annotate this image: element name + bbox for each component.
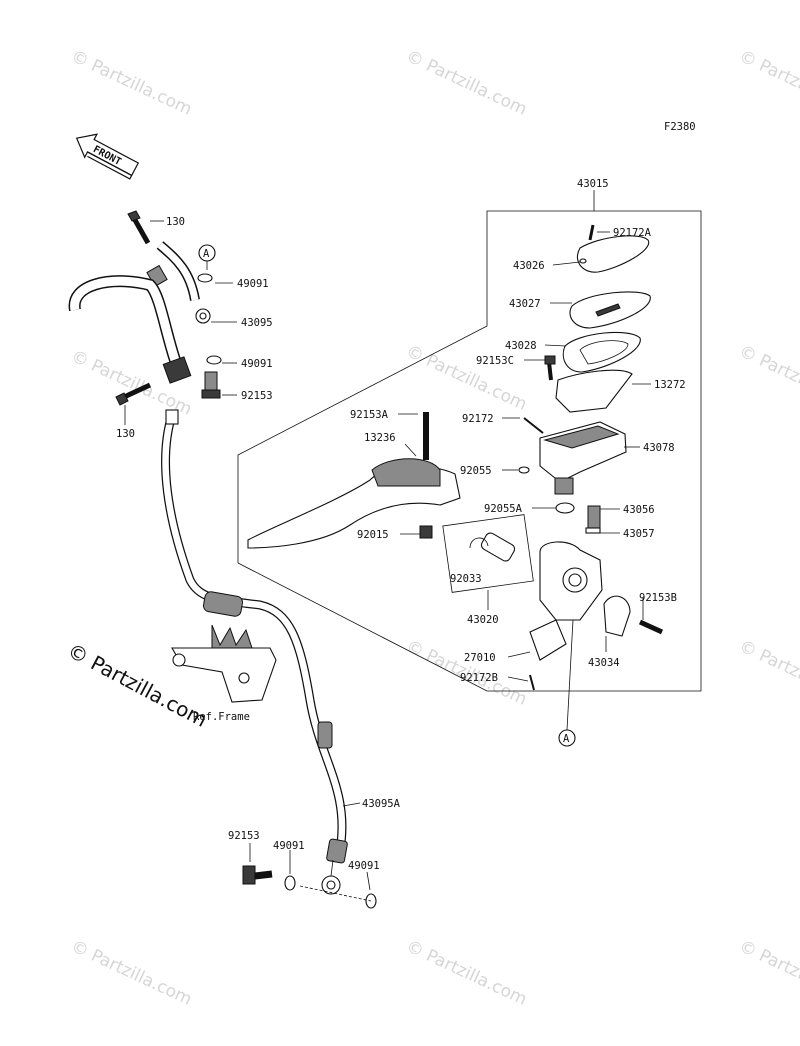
reservoir-gasket (555, 369, 633, 413)
part-label: 49091 (273, 840, 305, 852)
part-label: 43057 (623, 528, 655, 540)
part-label: 43027 (509, 298, 541, 310)
part-label: 92172B (460, 672, 498, 684)
watermark-text: Partzilla.com (756, 56, 800, 120)
part-label: 43015 (577, 178, 609, 190)
assembly-boundary (237, 210, 702, 692)
frame-bracket (171, 624, 277, 703)
front-arrow-icon: FRONT (75, 133, 140, 180)
watermark-symbol: © (403, 341, 427, 366)
part-label: 130 (116, 428, 135, 440)
part-label: 43095A (362, 798, 401, 810)
part-label: 43028 (505, 340, 537, 352)
reservoir-cap (576, 224, 650, 273)
watermark-text: Partzilla.com (423, 56, 530, 120)
part-label: 92055A (484, 503, 523, 515)
part-label: 92033 (450, 573, 482, 585)
part-label: 13236 (364, 432, 396, 444)
part-label: 43026 (513, 260, 545, 272)
upper-hose (68, 210, 222, 406)
watermark-text: Partzilla.com (88, 56, 195, 120)
watermark-symbol: © (403, 46, 427, 71)
part-labels: 130 49091 43095 49091 92153 130 43015 92… (116, 178, 686, 872)
watermark-text: Partzilla.com (423, 946, 530, 1010)
reservoir-diaphragm (562, 331, 641, 373)
part-label: 43034 (588, 657, 620, 669)
watermark-symbol: © (403, 936, 427, 961)
watermark-text: Partzilla.com (88, 946, 195, 1010)
watermark-symbol: © (68, 346, 92, 371)
watermark-symbol: © (736, 341, 760, 366)
part-label: 92153C (476, 355, 514, 367)
part-label: 130 (166, 216, 185, 228)
part-label: 43095 (241, 317, 273, 329)
svg-text:A: A (563, 733, 570, 745)
part-label: 49091 (241, 358, 273, 370)
reservoir-plate (569, 291, 651, 329)
part-label: 92153 (241, 390, 273, 402)
diagram-code: F2380 (664, 121, 696, 133)
watermark-text: Partzilla.com (756, 946, 800, 1010)
watermark-symbol: © (736, 636, 760, 661)
watermark-symbol: © (736, 46, 760, 71)
part-label: 49091 (348, 860, 380, 872)
part-label: 92172 (462, 413, 494, 425)
leader-lines (124, 220, 651, 891)
watermark-text: Partzilla.com (756, 646, 800, 710)
part-label: 92172A (613, 227, 652, 239)
part-label: 92055 (460, 465, 492, 477)
watermark-symbol: © (68, 46, 92, 71)
part-label: 92153A (350, 409, 389, 421)
part-label: 92153B (639, 592, 677, 604)
part-label: 49091 (237, 278, 269, 290)
reservoir-body (523, 355, 627, 495)
watermark-text: Partzilla.com (756, 351, 800, 415)
ref-frame-label: Ref.Frame (193, 711, 250, 723)
part-label: 43020 (467, 614, 499, 626)
watermark-symbol: © (736, 936, 760, 961)
watermark-symbol: © (68, 936, 92, 961)
part-label: 92015 (357, 529, 389, 541)
master-cylinder-body (442, 466, 664, 691)
clutch-lever (247, 412, 461, 549)
part-label: 13272 (654, 379, 686, 391)
lower-hose (161, 409, 377, 909)
part-label: 92153 (228, 830, 260, 842)
svg-text:A: A (203, 248, 210, 260)
watermark-symbol: © (403, 636, 427, 661)
part-label: 43056 (623, 504, 655, 516)
callout-a-top: A (198, 244, 216, 270)
part-label: 27010 (464, 652, 496, 664)
callout-a-bottom: A (558, 619, 576, 747)
part-label: 43078 (643, 442, 675, 454)
